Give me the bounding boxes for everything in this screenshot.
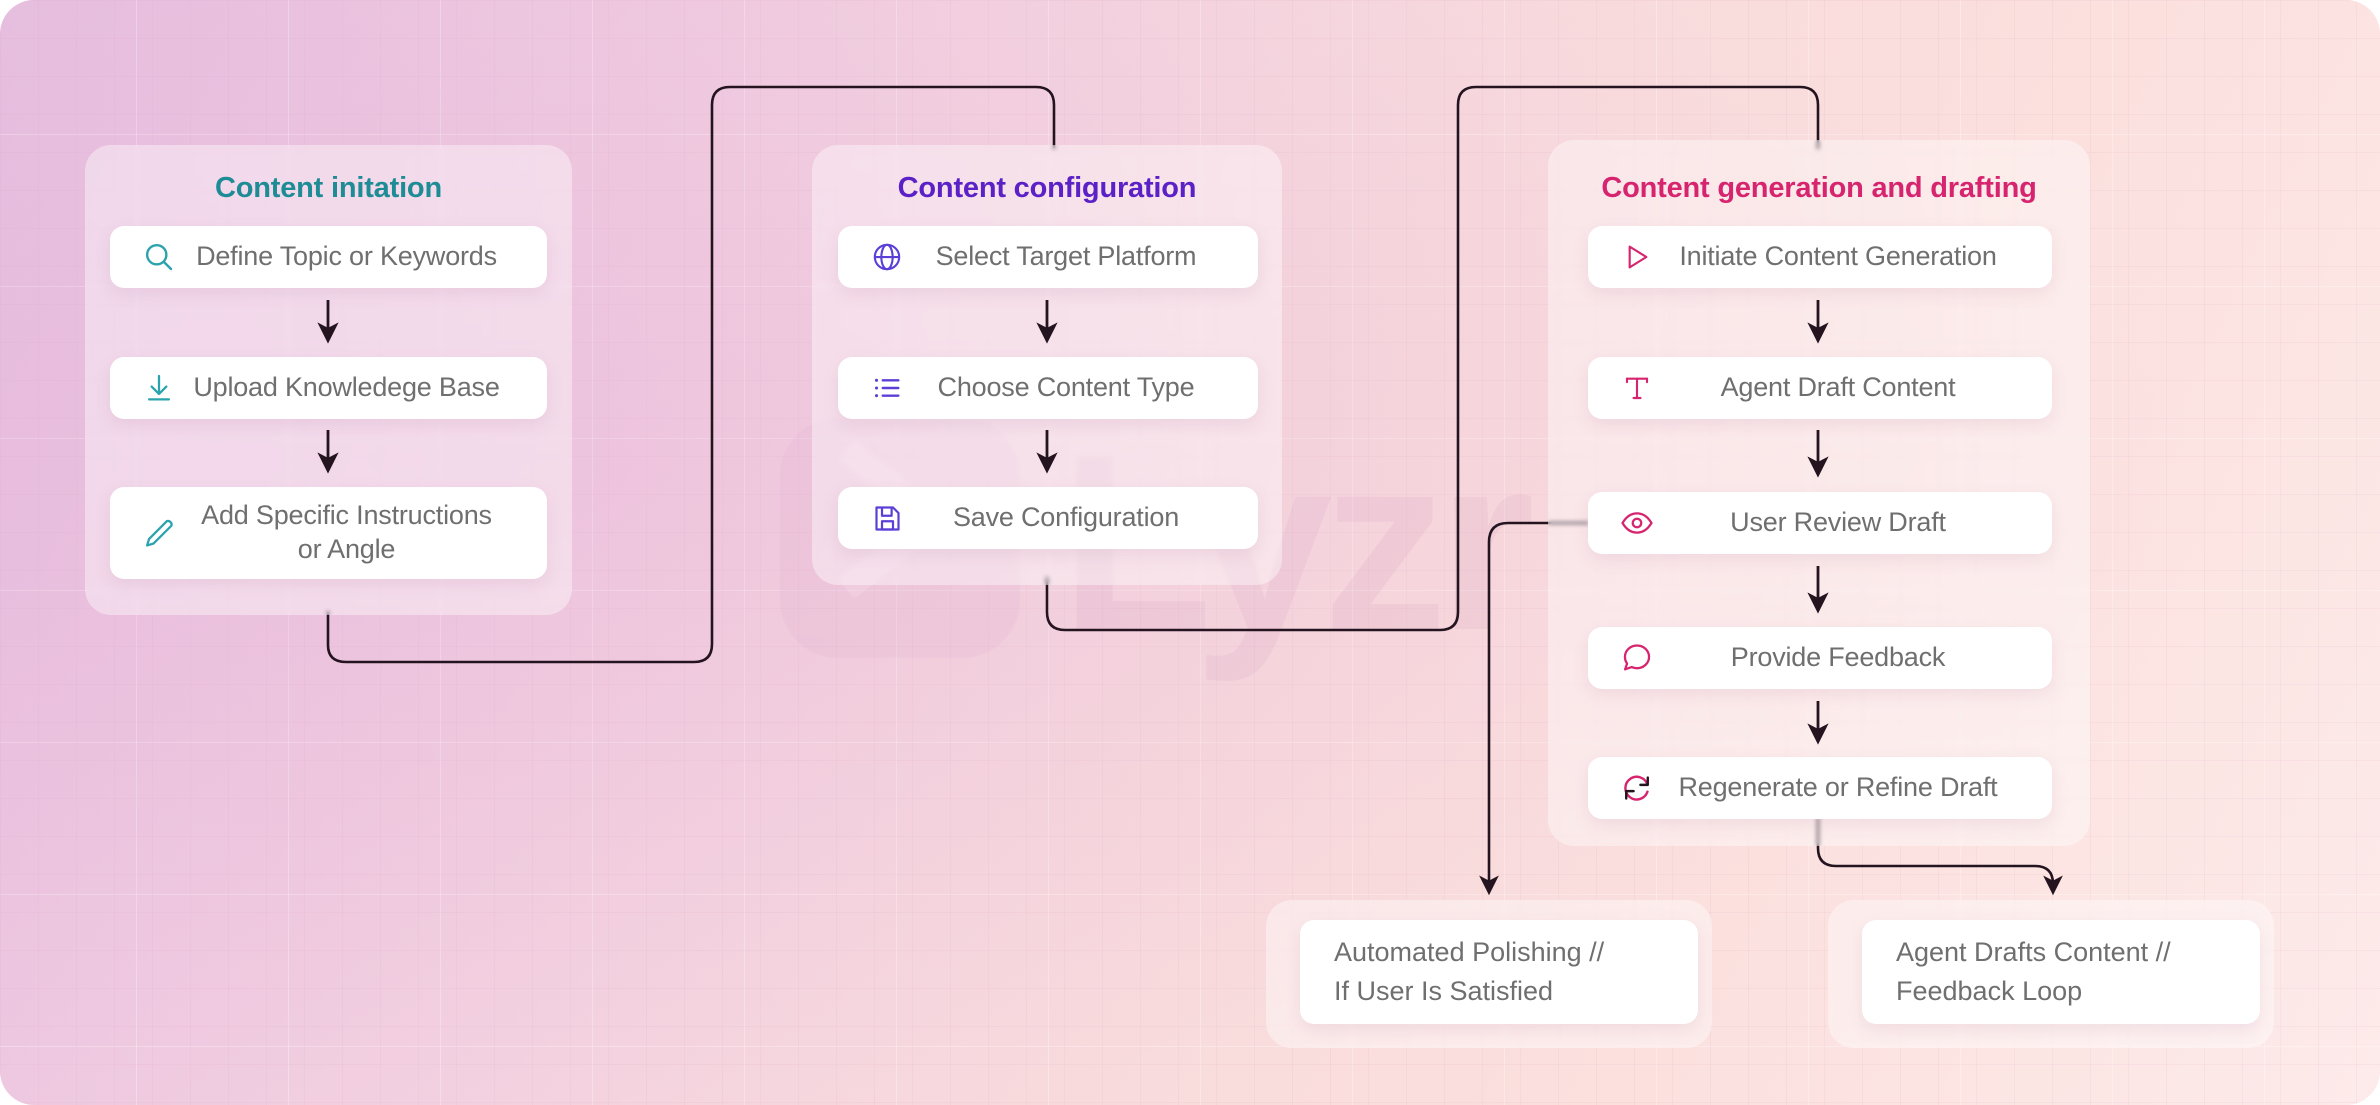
step-save-configuration[interactable]: Save Configuration [838, 487, 1258, 549]
step-label: Add Specific Instructions or Angle [201, 500, 492, 564]
globe-icon [864, 234, 910, 280]
eye-icon [1614, 500, 1660, 546]
pencil-icon [136, 510, 182, 556]
column-title-content-initiation: Content initation [215, 172, 442, 204]
step-label: Initiate Content Generation [1679, 241, 1997, 272]
step-choose-content-type[interactable]: Choose Content Type [838, 357, 1258, 419]
step-label: Define Topic or Keywords [196, 241, 497, 272]
terminal-automated-polishing[interactable]: Automated Polishing // If User Is Satisf… [1300, 920, 1698, 1024]
save-icon [864, 495, 910, 541]
list-icon [864, 365, 910, 411]
step-label: Select Target Platform [935, 241, 1197, 272]
step-label: Save Configuration [952, 502, 1180, 533]
step-select-target-platform[interactable]: Select Target Platform [838, 226, 1258, 288]
step-initiate-content-generation[interactable]: Initiate Content Generation [1588, 226, 2052, 288]
terminal-line-2: Feedback Loop [1896, 976, 2083, 1006]
step-label: Choose Content Type [937, 372, 1195, 403]
step-upload-knowledge-base[interactable]: Upload Knowledege Base [110, 357, 547, 419]
play-icon [1614, 234, 1660, 280]
column-title-content-configuration: Content configuration [897, 172, 1197, 204]
step-add-specific-instructions-or-angle[interactable]: Add Specific Instructions or Angle [110, 487, 547, 579]
step-label: User Review Draft [1730, 507, 1946, 538]
column-title-content-generation-and-drafting: Content generation and drafting [1601, 172, 2037, 204]
step-user-review-draft[interactable]: User Review Draft [1588, 492, 2052, 554]
terminal-label: Automated Polishing // If User Is Satisf… [1334, 933, 1604, 1011]
terminal-line-1: Automated Polishing // [1334, 936, 1605, 967]
text-icon [1614, 365, 1660, 411]
terminal-line-1: Agent Drafts Content // [1896, 936, 2171, 967]
terminal-label: Agent Drafts Content // Feedback Loop [1896, 933, 2171, 1011]
step-provide-feedback[interactable]: Provide Feedback [1588, 627, 2052, 689]
comment-icon [1614, 635, 1660, 681]
step-label: Provide Feedback [1730, 642, 1946, 673]
terminal-agent-drafts-content[interactable]: Agent Drafts Content // Feedback Loop [1862, 920, 2260, 1024]
step-label: Agent Draft Content [1720, 372, 1956, 403]
step-regenerate-or-refine-draft[interactable]: Regenerate or Refine Draft [1588, 757, 2052, 819]
terminal-line-2: If User Is Satisfied [1334, 976, 1554, 1006]
download-icon [136, 365, 182, 411]
search-icon [136, 234, 182, 280]
step-define-topic-or-keywords[interactable]: Define Topic or Keywords [110, 226, 547, 288]
step-label: Regenerate or Refine Draft [1678, 772, 1998, 803]
step-agent-draft-content[interactable]: Agent Draft Content [1588, 357, 2052, 419]
step-label: Upload Knowledege Base [193, 372, 500, 403]
refresh-icon [1614, 765, 1660, 811]
